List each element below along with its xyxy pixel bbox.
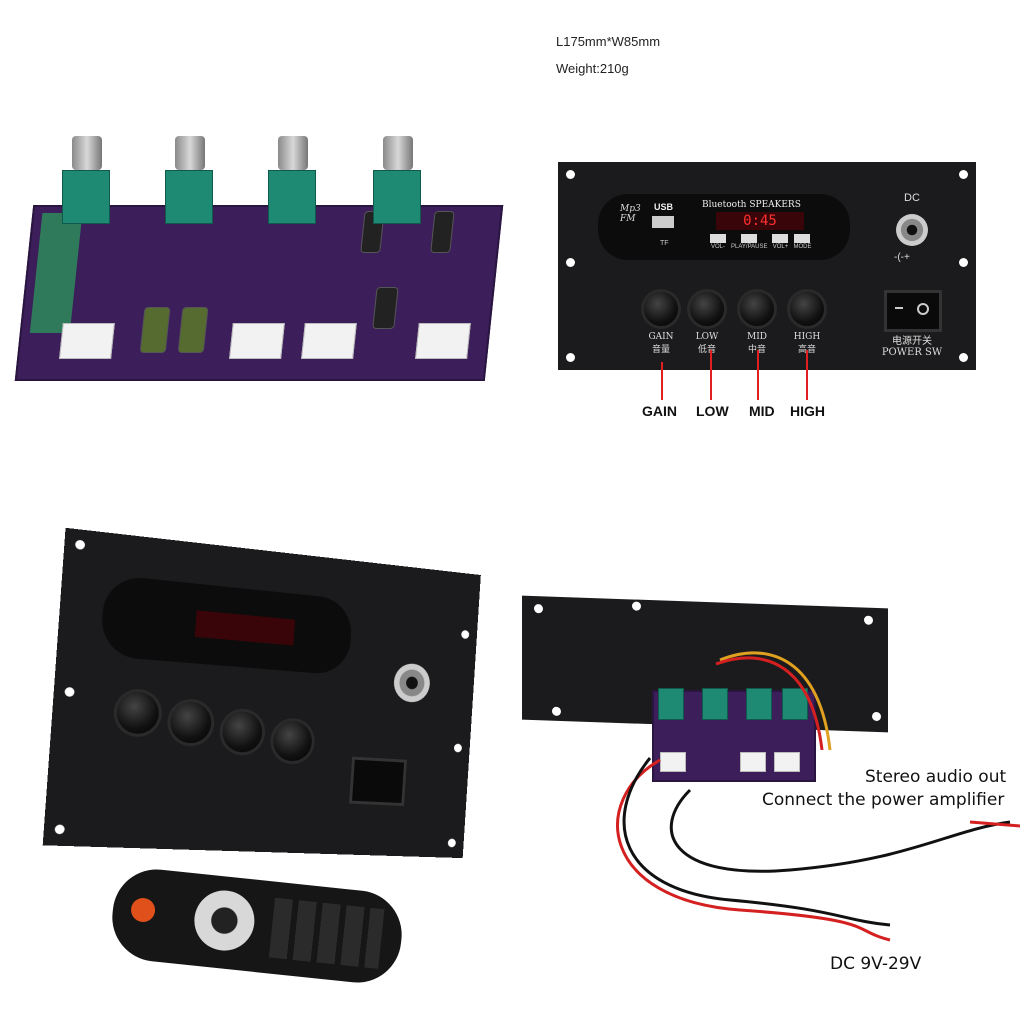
play-pause-wheel[interactable] xyxy=(191,887,258,954)
capacitor xyxy=(139,307,171,353)
mode-button[interactable]: MODE xyxy=(793,234,811,250)
number-keypad[interactable] xyxy=(268,897,385,969)
weight-text: Weight:210g xyxy=(556,61,629,76)
capacitor xyxy=(372,287,399,329)
power-switch-angled[interactable] xyxy=(349,756,407,807)
usb-label: USB xyxy=(654,202,674,212)
mid-label-zh: 中音 xyxy=(732,342,782,355)
gain-knob-angled[interactable] xyxy=(115,690,161,735)
potentiometer xyxy=(165,170,213,224)
potentiometer xyxy=(268,170,316,224)
dc-label: DC xyxy=(904,192,920,204)
rear-pcb xyxy=(652,688,816,782)
stereo-out-caption: Stereo audio out xyxy=(865,767,1007,787)
dc-polarity: -(-+ xyxy=(894,252,910,263)
gain-leader-line xyxy=(661,362,663,400)
black-wire-2 xyxy=(622,757,891,927)
connector xyxy=(59,323,115,359)
capacitor xyxy=(177,307,209,353)
red-wire-1 xyxy=(616,758,891,942)
low-label-en: LOW xyxy=(695,332,719,342)
usb-port[interactable] xyxy=(652,216,674,228)
red-wire-2 xyxy=(969,820,1020,828)
connector xyxy=(660,752,686,772)
power-switch[interactable] xyxy=(884,290,942,332)
dc-jack[interactable] xyxy=(896,214,928,246)
front-panel-photo: Mp3 FM USB TF Bluetooth SPEAKERS 0:45 VO… xyxy=(558,162,976,370)
gain-callout: GAIN xyxy=(642,403,677,419)
mp3-label: Mp3 xyxy=(620,204,641,214)
potentiometer xyxy=(746,688,772,720)
pot-shaft xyxy=(175,136,205,170)
speakers-title: Bluetooth SPEAKERS xyxy=(702,200,801,210)
high-knob[interactable] xyxy=(790,292,824,326)
pcb-board-photo xyxy=(14,205,504,381)
connect-amp-caption: Connect the power amplifier xyxy=(762,790,1005,810)
mid-label-en: MID xyxy=(747,332,767,342)
pot-shaft xyxy=(383,136,413,170)
high-callout: HIGH xyxy=(790,403,825,419)
mp3-module: Mp3 FM USB TF Bluetooth SPEAKERS 0:45 VO… xyxy=(598,194,850,260)
low-knob-angled[interactable] xyxy=(169,700,213,745)
remote-control-photo xyxy=(107,865,407,987)
pot-shaft xyxy=(278,136,308,170)
switch-label-zh: 电源开关 xyxy=(892,336,932,347)
black-wire xyxy=(669,788,1011,873)
fm-label: FM xyxy=(620,214,636,224)
wires xyxy=(616,651,1020,942)
low-leader-line xyxy=(710,350,712,400)
low-knob[interactable] xyxy=(690,292,724,326)
gain-knob[interactable] xyxy=(644,292,678,326)
high-leader-line xyxy=(806,350,808,400)
ribbon-wires xyxy=(719,651,832,751)
potentiometer xyxy=(62,170,110,224)
connector xyxy=(415,323,471,359)
tf-label: TF xyxy=(660,240,669,247)
gain-label-en: GAIN xyxy=(648,332,674,342)
mid-leader-line xyxy=(757,350,759,400)
high-knob-angled[interactable] xyxy=(272,720,314,763)
connector xyxy=(301,323,357,359)
connector xyxy=(740,752,766,772)
capacitor xyxy=(430,211,455,253)
vol-minus-button[interactable]: VOL- xyxy=(710,234,726,250)
vol-plus-button[interactable]: VOL+ xyxy=(772,234,789,250)
pot-shaft xyxy=(72,136,102,170)
potentiometer xyxy=(782,688,808,720)
play-pause-button[interactable]: PLAY/PAUSE xyxy=(731,234,767,250)
led-display: 0:45 xyxy=(716,212,804,230)
led-display-angled xyxy=(194,610,296,646)
dimensions-text: L175mm*W85mm xyxy=(556,34,661,49)
low-callout: LOW xyxy=(696,403,729,419)
potentiometer xyxy=(702,688,728,720)
mid-callout: MID xyxy=(749,403,775,419)
dc-jack-angled[interactable] xyxy=(392,662,432,704)
high-label-en: HIGH xyxy=(793,332,821,342)
connector xyxy=(774,752,800,772)
switch-label-en: POWER SW xyxy=(881,347,943,358)
potentiometer xyxy=(373,170,421,224)
mid-knob-angled[interactable] xyxy=(221,710,264,754)
power-button-icon[interactable] xyxy=(129,896,157,924)
low-label-zh: 低音 xyxy=(697,345,716,355)
angled-panel-photo xyxy=(42,527,481,859)
potentiometer xyxy=(658,688,684,720)
dc-range-caption: DC 9V-29V xyxy=(830,954,922,974)
connector xyxy=(229,323,285,359)
gain-label-zh: 音量 xyxy=(651,345,670,355)
bluetooth-module xyxy=(29,213,83,333)
mid-knob[interactable] xyxy=(740,292,774,326)
